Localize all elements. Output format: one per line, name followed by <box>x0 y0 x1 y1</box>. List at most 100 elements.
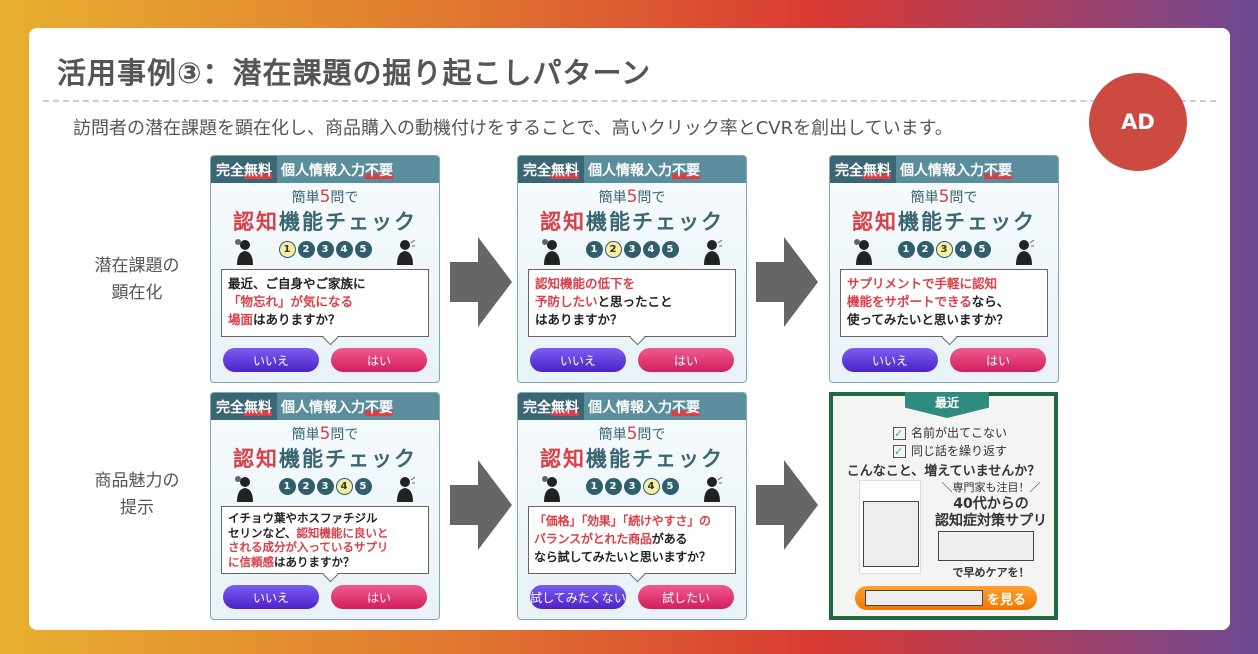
no-button[interactable]: いいえ <box>223 585 319 609</box>
question-count: 5 <box>319 424 331 444</box>
care-text: で早めケアを！ <box>952 566 1030 579</box>
confused-person-icon <box>235 476 253 502</box>
ad-badge: AD <box>1089 73 1187 171</box>
quiz-title: 認知機能チェック <box>518 206 746 236</box>
question-text: がある <box>651 532 688 546</box>
text: 簡単 <box>910 190 939 206</box>
enlightened-person-icon <box>704 476 722 502</box>
step-5: 5 <box>354 241 372 258</box>
question-line: はありますか？ <box>535 311 729 329</box>
text: 簡単 <box>598 190 627 206</box>
question-highlight: される成分が入っているサプリ <box>228 540 389 554</box>
yes-button[interactable]: 試したい <box>638 585 734 609</box>
arrow-right-icon <box>756 460 818 550</box>
question-bubble: 最近、ご自身やご家族に「物忘れ」が気になる場面はありますか？ <box>221 269 429 337</box>
step-1: 1 <box>897 241 915 258</box>
arrow-right-icon <box>450 460 512 550</box>
yes-button[interactable]: はい <box>331 585 427 609</box>
checklist-text: 名前が出てこない <box>911 426 1008 440</box>
step-4: 4 <box>642 241 660 258</box>
page-subtitle: 訪問者の潜在課題を顕在化し、商品購入の動機付けをすることで、高いクリック率とCV… <box>73 118 953 139</box>
step-5: 5 <box>661 478 679 495</box>
tab-free: 完全無料 <box>518 393 584 420</box>
question-text: はありますか？ <box>535 312 623 327</box>
question-highlight: 機能をサポートできる <box>847 294 972 309</box>
question-line: 使ってみたいと思いますか？ <box>847 311 1041 329</box>
text: 認知 <box>233 210 279 234</box>
question-line: 予防したいと思ったこと <box>535 293 729 311</box>
question-text: 使ってみたいと思いますか？ <box>847 312 1009 327</box>
step-4: 4 <box>954 241 972 258</box>
tab-text-highlight: 無料 <box>551 400 579 416</box>
row-label-line: 商品魅力の <box>94 471 180 491</box>
text: 問で <box>637 190 666 206</box>
text: 問で <box>949 190 978 206</box>
card-tabs: 完全無料 個人情報入力不要 <box>518 393 746 420</box>
tab-text: 個人情報入力 <box>588 163 672 179</box>
no-button[interactable]: いいえ <box>530 348 626 372</box>
confused-person-icon <box>854 239 872 265</box>
tab-text: 個人情報入力 <box>281 400 365 416</box>
question-count: 5 <box>626 187 638 207</box>
yes-button[interactable]: はい <box>331 348 427 372</box>
question-line: なら試してみたいと思いますか？ <box>534 548 732 566</box>
text: 認知 <box>233 447 279 471</box>
tab-no-personal-info: 個人情報入力不要 <box>584 156 704 183</box>
question-highlight: 「価格」「効果」「続けやすさ」の <box>534 514 711 528</box>
no-button[interactable]: 試してみたくない <box>530 585 626 609</box>
enlightened-person-icon <box>1016 239 1034 265</box>
question-highlight: 予防したい <box>535 294 598 309</box>
ad-creative[interactable]: 最近 ✓名前が出てこない ✓同じ話を繰り返す こんなこと、増えていませんか？ ＼… <box>829 392 1058 620</box>
text: 認知 <box>540 447 586 471</box>
step-3: 3 <box>316 241 334 258</box>
tab-text-highlight: 不要 <box>365 163 393 179</box>
question-bubble: サプリメントで手軽に認知機能をサポートできるなら、使ってみたいと思いますか？ <box>840 269 1048 337</box>
question-text: はありますか？ <box>274 554 355 569</box>
tab-text: 個人情報入力 <box>281 163 365 179</box>
text: 機能チェック <box>279 447 417 471</box>
cta-button[interactable]: を見る <box>855 586 1037 610</box>
question-line: 「物忘れ」が気になる <box>228 293 422 311</box>
arrow-right-icon <box>450 237 512 327</box>
tab-free: 完全無料 <box>830 156 896 183</box>
checkbox-icon: ✓ <box>893 445 906 458</box>
tab-text-highlight: 不要 <box>984 163 1012 179</box>
question-highlight: に信頼感 <box>228 554 274 569</box>
text: 簡単 <box>598 427 627 443</box>
question-text: イチョウ葉やホスファチジル <box>228 511 378 525</box>
no-button[interactable]: いいえ <box>842 348 938 372</box>
no-button[interactable]: いいえ <box>223 348 319 372</box>
tab-text-highlight: 無料 <box>244 163 272 179</box>
product-name-placeholder <box>938 531 1034 561</box>
yes-button[interactable]: はい <box>638 348 734 372</box>
question-line: バランスがとれた商品がある <box>534 530 732 548</box>
text: 機能チェック <box>279 210 417 234</box>
question-count: 5 <box>319 187 331 207</box>
text: 機能チェック <box>898 210 1036 234</box>
question-highlight: バランスがとれた商品 <box>534 532 652 546</box>
step-1: 1 <box>278 241 296 258</box>
tab-text: 個人情報入力 <box>588 400 672 416</box>
card-tabs: 完全無料 個人情報入力不要 <box>830 156 1058 183</box>
checklist-item: ✓同じ話を繰り返す <box>893 442 1007 459</box>
question-text: なら試してみたいと思いますか？ <box>534 550 711 564</box>
question-text: と思ったこと <box>597 294 673 309</box>
text: 機能チェック <box>586 210 724 234</box>
cta-label: を見る <box>987 592 1027 608</box>
yes-button[interactable]: はい <box>950 348 1046 372</box>
question-line: 最近、ご自身やご家族に <box>228 275 422 293</box>
text: 簡単 <box>291 190 320 206</box>
step-2: 2 <box>916 241 934 258</box>
text: 問で <box>330 427 359 443</box>
tab-text: 完全 <box>835 163 863 179</box>
tab-text-highlight: 無料 <box>863 163 891 179</box>
step-5: 5 <box>661 241 679 258</box>
question-text: 最近、ご自身やご家族に <box>228 276 366 291</box>
tab-no-personal-info: 個人情報入力不要 <box>584 393 704 420</box>
